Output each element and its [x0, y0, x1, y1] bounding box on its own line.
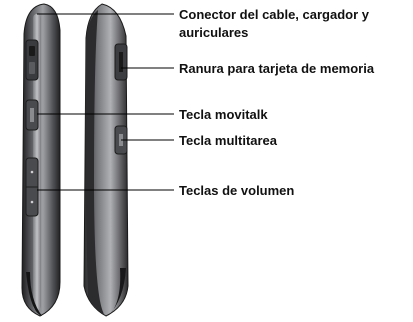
volume-keys-shape — [25, 157, 39, 217]
label-memory-slot: Ranura para tarjeta de memoria — [179, 61, 375, 76]
label-connector: Conector del cable, cargador y — [179, 7, 370, 22]
label-connector-cont: auriculares — [179, 25, 249, 40]
leader-lines — [37, 13, 174, 191]
movitalk-key-shape — [25, 99, 39, 131]
label-multitask-key: Tecla multitarea — [179, 133, 278, 148]
connector-port — [25, 39, 39, 81]
right-phone-side — [83, 3, 129, 317]
label-volume-keys: Teclas de volumen — [179, 183, 295, 198]
left-phone-side — [21, 3, 61, 317]
memory-slot-shape — [114, 43, 128, 81]
label-movitalk-key: Tecla movitalk — [179, 107, 268, 122]
